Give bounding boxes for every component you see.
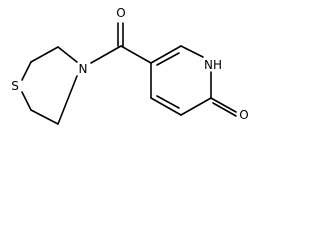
bond-c3-c4 xyxy=(150,97,182,116)
bonds xyxy=(21,22,237,125)
bond-carbonyl-n xyxy=(90,45,122,64)
molecule-diagram: O N S NH O xyxy=(11,6,249,125)
bond-n-c-upper xyxy=(57,46,78,63)
bond-carbonyl-ring xyxy=(120,45,152,64)
bond-c2-o-1 xyxy=(210,97,237,113)
bond-c-c-lower xyxy=(30,109,59,125)
bond-c-c-upper-left xyxy=(30,46,59,63)
bond-c3-c4-inner xyxy=(156,95,180,109)
bond-c5-c6 xyxy=(150,45,182,64)
structure-canvas: O N S NH O xyxy=(0,0,257,136)
atom-labels: O N S NH O xyxy=(11,6,249,122)
atom-thiomorpholine-sulfur: S xyxy=(11,79,19,93)
atom-pyridinone-oxygen: O xyxy=(239,108,248,122)
bond-c6-n1 xyxy=(180,45,204,58)
bond-c5-c6-inner xyxy=(156,52,180,66)
atom-thiomorpholine-nitrogen: N xyxy=(79,62,88,76)
atom-carbonyl-oxygen: O xyxy=(116,6,125,20)
bond-c-n-lower xyxy=(57,75,78,125)
bond-c2-c3 xyxy=(180,97,212,116)
bond-c2-o-2 xyxy=(212,102,237,117)
atom-pyridinone-nh: NH xyxy=(204,58,222,72)
bond-s-c-lower xyxy=(21,91,32,111)
bond-c-s-upper xyxy=(21,61,32,81)
